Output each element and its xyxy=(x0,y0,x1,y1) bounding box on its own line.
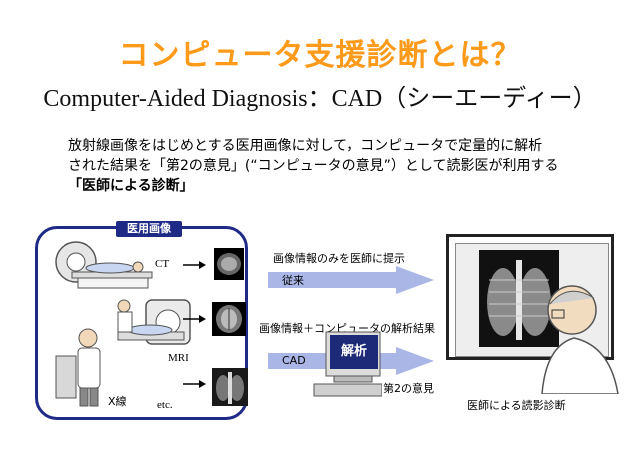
panel-title: 医用画像 xyxy=(116,221,182,237)
ct-label: CT xyxy=(155,258,170,270)
chest-xray-image xyxy=(479,250,559,347)
description-line-2: された結果を「第2の意見」(“コンピュータの意見”）として読影医が利用する xyxy=(68,158,559,174)
xray-label: X線 xyxy=(108,395,127,408)
xray-stand-icon xyxy=(55,328,101,407)
doctor-icon xyxy=(541,285,619,394)
page-subtitle: Computer-Aided Diagnosis：CAD（シーエーディー） xyxy=(43,86,597,112)
top-flow-caption: 画像情報のみを医師に提示 xyxy=(273,252,405,265)
mri-image xyxy=(212,302,246,336)
page-title: コンピュータ支援診断とは？ xyxy=(118,38,522,73)
cad-label: CAD xyxy=(282,354,306,367)
description-line-1: 放射線画像をはじめとする医用画像に対して，コンピュータで定量的に解析 xyxy=(68,138,543,154)
doctor-caption: 医師による読影診断 xyxy=(467,399,566,412)
xray-image xyxy=(212,368,248,406)
arrow-icon xyxy=(268,266,434,294)
ct-scanner-icon xyxy=(55,241,153,289)
mri-scanner-icon xyxy=(117,299,191,345)
second-opinion-label: 第2の意見 xyxy=(383,382,434,395)
description-line-3: 「医師による診断」 xyxy=(68,178,194,194)
arrow-icon xyxy=(183,380,206,388)
analysis-screen: 解析 xyxy=(330,335,378,369)
etc-label: etc. xyxy=(157,399,173,411)
ct-image xyxy=(214,248,244,280)
conventional-label: 従来 xyxy=(282,274,304,287)
mri-label: MRI xyxy=(168,352,189,364)
arrow-icon xyxy=(183,315,206,323)
bottom-flow-caption: 画像情報＋コンピュータの解析結果 xyxy=(259,322,435,335)
arrow-icon xyxy=(183,261,206,269)
